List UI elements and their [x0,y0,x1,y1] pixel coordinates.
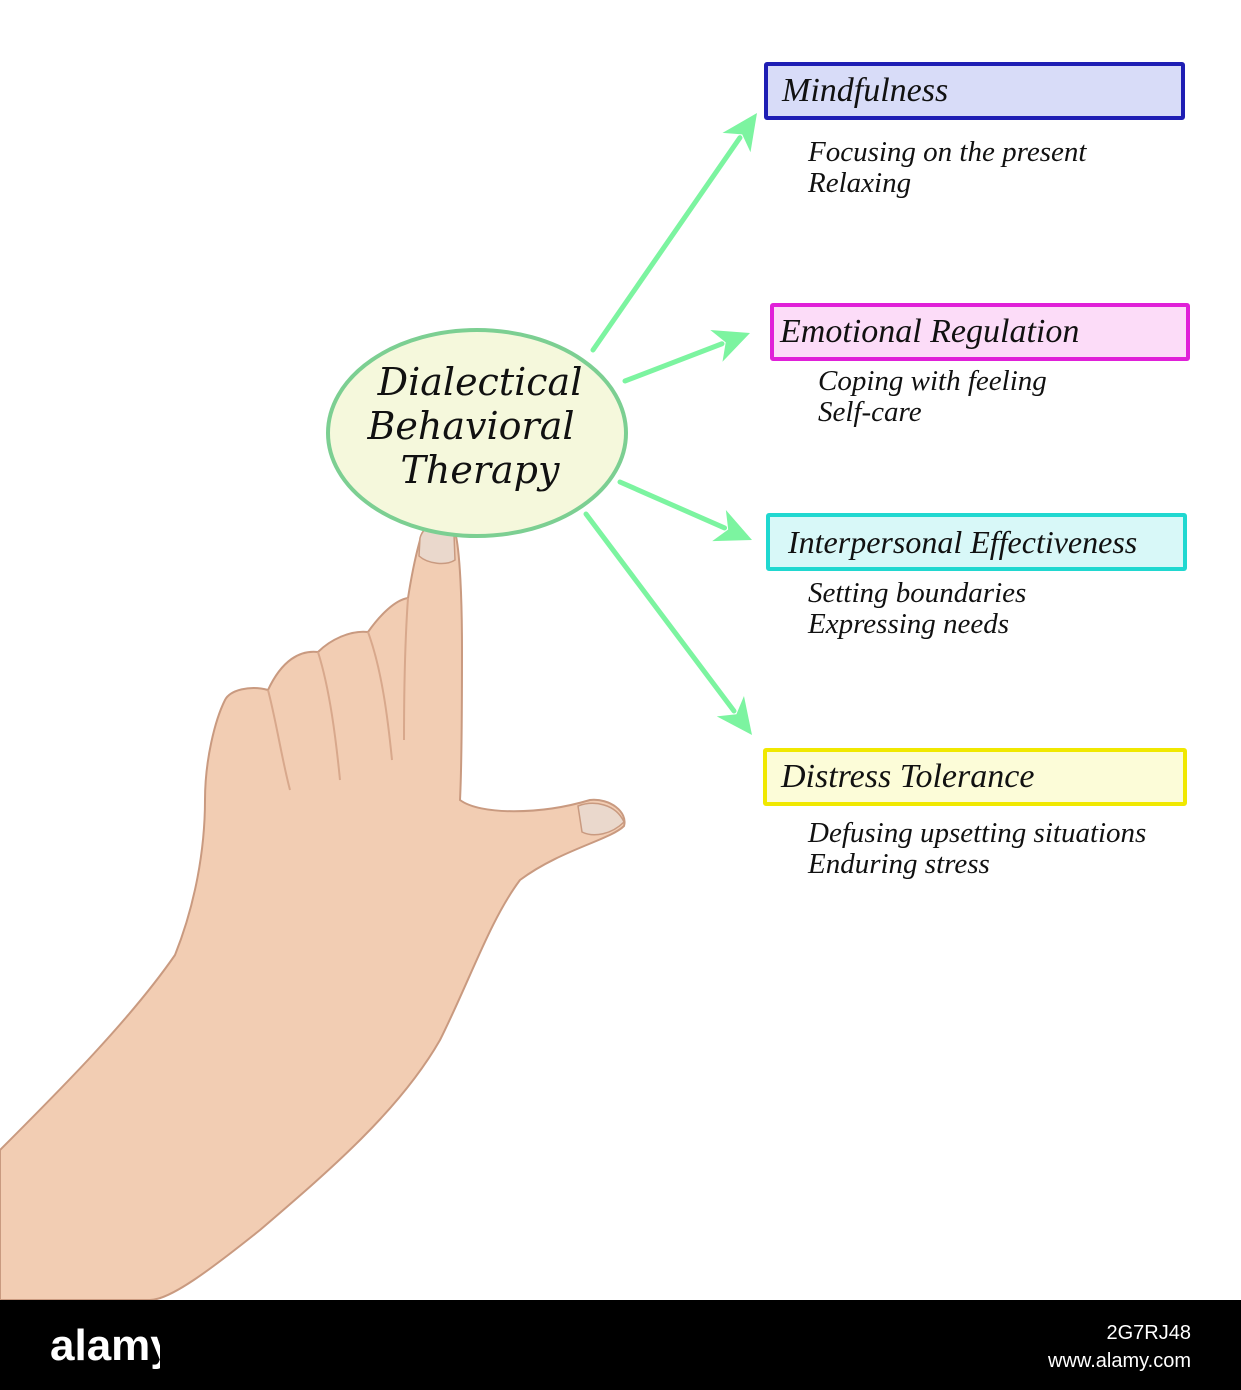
arrows-layer [583,113,757,735]
category-item: Expressing needs [808,608,1010,640]
arrow-to-interpersonal-effectiveness-head [712,509,752,542]
watermark-bar: alamy 2G7RJ48 www.alamy.com [0,1300,1241,1390]
hand-layer [0,522,626,1300]
category-title-distress-tolerance: Distress Tolerance [781,758,1035,795]
category-items-emotional-regulation: Coping with feeling Self-care [818,366,1047,428]
center-title-line-3: Therapy [400,448,560,492]
center-title-line-2: Behavioral [367,404,575,448]
watermark-site: www.alamy.com [1048,1350,1191,1372]
category-items-interpersonal-effectiveness: Setting boundaries Expressing needs [808,578,1026,640]
arrow-to-distress-tolerance-head [716,696,752,735]
category-item: Relaxing [808,167,912,199]
diagram: Dialectical Behavioral Therapy Mindfulne… [0,62,1190,1300]
category-item: Coping with feeling [818,365,1047,397]
arrow-to-emotional-regulation-head [710,330,750,362]
category-item: Setting boundaries [808,577,1027,609]
arrow-to-mindfulness-head [722,113,757,153]
category-box-emotional-regulation: Emotional Regulation [770,303,1190,361]
category-box-distress-tolerance: Distress Tolerance [763,748,1187,806]
arrow-to-interpersonal-effectiveness-shaft [617,479,728,531]
pointing-hand-icon [0,522,626,1300]
ellipse-layer [326,328,628,538]
category-box-interpersonal-effectiveness: Interpersonal Effectiveness [766,513,1187,571]
arrow-to-emotional-regulation-shaft [622,341,725,384]
category-title-emotional-regulation: Emotional Regulation [780,313,1080,350]
category-item: Focusing on the present [808,136,1087,168]
arrow-to-mindfulness-shaft [590,135,743,353]
arrow-to-distress-tolerance-shaft [583,511,737,714]
watermark-logo-text: alamy [50,1321,160,1370]
alamy-logo-icon: alamy [50,1321,160,1370]
center-title-line-1: Dialectical [377,360,583,404]
category-title-interpersonal-effectiveness: Interpersonal Effectiveness [788,523,1138,560]
category-box-mindfulness: Mindfulness [764,62,1185,120]
category-title-mindfulness: Mindfulness [782,72,949,109]
center-title: Dialectical Behavioral Therapy [330,360,630,492]
center-ellipse [326,328,628,538]
category-item: Enduring stress [808,848,990,880]
category-item: Defusing upsetting situations [808,817,1147,849]
category-items-distress-tolerance: Defusing upsetting situations Enduring s… [808,818,1146,880]
watermark-image-id: 2G7RJ48 [1106,1322,1192,1344]
category-item: Self-care [818,396,922,428]
category-items-mindfulness: Focusing on the present Relaxing [808,137,1086,199]
